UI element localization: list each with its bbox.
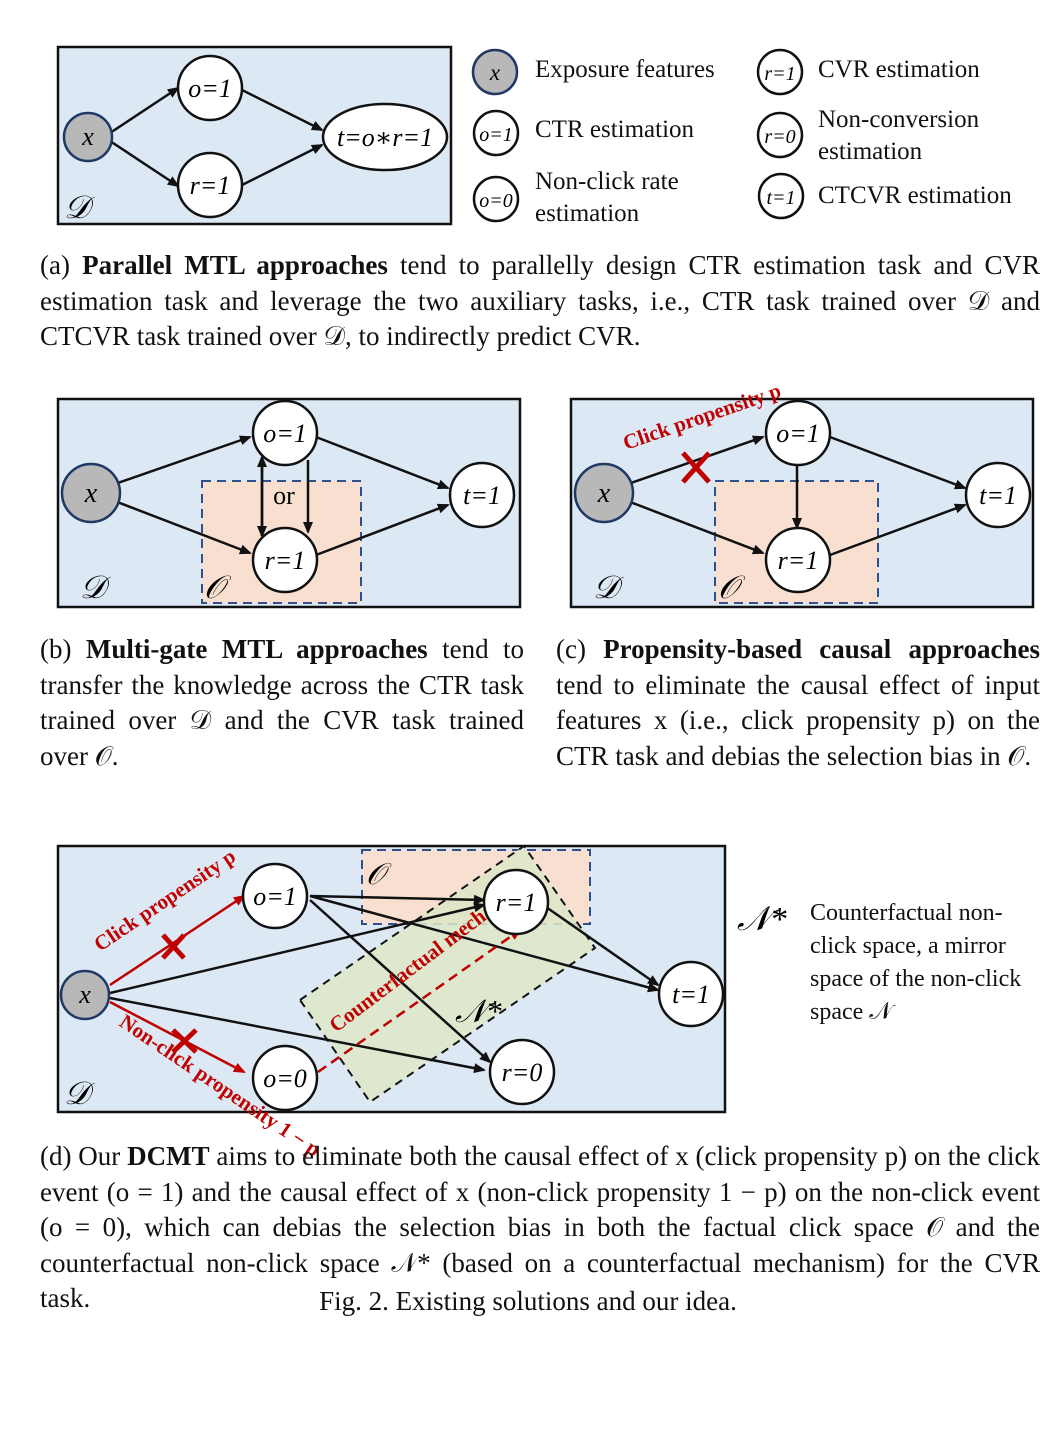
legend-x-circle xyxy=(471,48,519,96)
node-x: x xyxy=(573,462,635,524)
node-x: x xyxy=(60,462,122,524)
svg-text:o=1: o=1 xyxy=(776,419,820,448)
note-n-symbol: 𝒩* xyxy=(737,901,787,938)
legend-t1-symbol: t=1 xyxy=(766,187,795,209)
space-n-label: 𝒩* xyxy=(455,993,502,1029)
legend-label-nonclick: Non-click rate estimation xyxy=(535,168,679,227)
caption-c-text: tend to eliminate the causal effect of i… xyxy=(556,669,1040,771)
cross-mark-click xyxy=(161,933,186,960)
caption-a-bold: Parallel MTL approaches xyxy=(82,250,388,280)
svg-text:r=1: r=1 xyxy=(496,888,537,917)
node-t: t=1 xyxy=(448,461,516,529)
legend-o0-symbol: o=0 xyxy=(479,190,513,212)
legend-r1-symbol: r=1 xyxy=(764,63,795,85)
legend-o0-circle xyxy=(472,175,520,223)
node-t: t=1 xyxy=(657,960,725,1028)
figure-caption: Fig. 2. Existing solutions and our idea. xyxy=(319,1286,737,1316)
or-label: or xyxy=(273,481,295,510)
node-o1: o=1 xyxy=(251,399,319,467)
legend-r0-symbol: r=0 xyxy=(764,126,795,148)
legend-r0-circle xyxy=(756,111,804,159)
node-r0: r=0 xyxy=(488,1038,556,1106)
legend-o1-symbol: o=1 xyxy=(479,124,513,146)
node-o1: o=1 xyxy=(764,399,832,467)
legend-t1-circle xyxy=(757,172,805,220)
svg-text:x: x xyxy=(81,122,94,151)
svg-text:x: x xyxy=(597,478,611,509)
node-r1: r=1 xyxy=(176,151,244,219)
node-o1: o=1 xyxy=(241,862,309,930)
svg-text:r=0: r=0 xyxy=(502,1058,543,1087)
svg-text:r=1: r=1 xyxy=(265,546,306,575)
svg-text:r=1: r=1 xyxy=(190,171,231,200)
legend-label-cvr: CVR estimation xyxy=(818,56,980,83)
svg-text:o=0: o=0 xyxy=(263,1064,307,1093)
caption-b-bold: Multi-gate MTL approaches xyxy=(85,634,428,664)
svg-text:x: x xyxy=(84,478,98,509)
caption-a-text: tend to parallelly design CTR estimation… xyxy=(40,250,1040,351)
legend: x o=1 o=0 r=1 r=0 t=1 xyxy=(471,48,805,223)
caption-c-bold: Propensity-based causal approaches xyxy=(603,634,1040,664)
legend-x-symbol: x xyxy=(489,60,501,85)
svg-text:o=1: o=1 xyxy=(253,882,297,911)
caption-d: (d) Our DCMT aims to eliminate both the … xyxy=(40,1139,1040,1317)
cross-mark-nonclick xyxy=(171,1028,198,1054)
svg-text:o=1: o=1 xyxy=(263,419,307,448)
panel-c: Click propensity p x o=1 r=1 t=1 𝒟 𝒪 xyxy=(569,378,1035,609)
node-r1: r=1 xyxy=(251,526,319,594)
svg-text:t=o∗r=1: t=o∗r=1 xyxy=(337,123,433,152)
panel-d: Click propensity p Non-click propensity … xyxy=(56,844,727,1162)
caption-a: (a) Parallel MTL approaches tend to para… xyxy=(40,248,1040,355)
cross-mark xyxy=(681,451,711,484)
node-o0: o=0 xyxy=(251,1044,319,1112)
node-o1: o=1 xyxy=(176,54,244,122)
svg-text:x: x xyxy=(78,980,91,1009)
caption-b: (b) Multi-gate MTL approaches tend to tr… xyxy=(40,632,524,774)
svg-text:r=1: r=1 xyxy=(778,546,819,575)
svg-text:t=1: t=1 xyxy=(463,481,501,510)
note-d-text: Counterfactual non-click space, a mirror… xyxy=(810,900,1022,1025)
node-t: t=1 xyxy=(964,461,1032,529)
panel-a: x o=1 r=1 t=o∗r=1 𝒟 xyxy=(56,45,453,226)
caption-c-prefix: (c) xyxy=(556,634,604,664)
legend-label-nonconversion: Non-conversion estimation xyxy=(818,106,980,165)
caption-c: (c) Propensity-based causal approaches t… xyxy=(556,632,1040,774)
legend-r1-circle xyxy=(756,48,804,96)
node-r1: r=1 xyxy=(482,868,550,936)
caption-d-bold: DCMT xyxy=(127,1141,210,1171)
svg-text:t=1: t=1 xyxy=(979,481,1017,510)
svg-text:t=1: t=1 xyxy=(672,980,710,1009)
svg-text:o=1: o=1 xyxy=(188,74,232,103)
caption-b-text: tend to transfer the knowledge across th… xyxy=(40,634,524,771)
node-t: t=o∗r=1 xyxy=(321,102,449,172)
caption-b-prefix: (b) xyxy=(40,634,86,664)
node-x: x xyxy=(59,969,111,1021)
node-r1: r=1 xyxy=(764,526,832,594)
caption-a-prefix: (a) xyxy=(40,250,83,280)
caption-d-text: aims to eliminate both the causal effect… xyxy=(40,1141,1040,1313)
legend-o1-circle xyxy=(472,109,520,157)
panel-b: x o=1 r=1 t=1 or 𝒟 𝒪 xyxy=(56,397,522,609)
legend-label-ctr: CTR estimation xyxy=(535,116,695,143)
caption-d-prefix: (d) Our xyxy=(40,1141,128,1171)
legend-label-exposure: Exposure features xyxy=(535,56,715,83)
node-x: x xyxy=(62,111,114,163)
legend-label-ctcvr: CTCVR estimation xyxy=(818,182,1012,209)
